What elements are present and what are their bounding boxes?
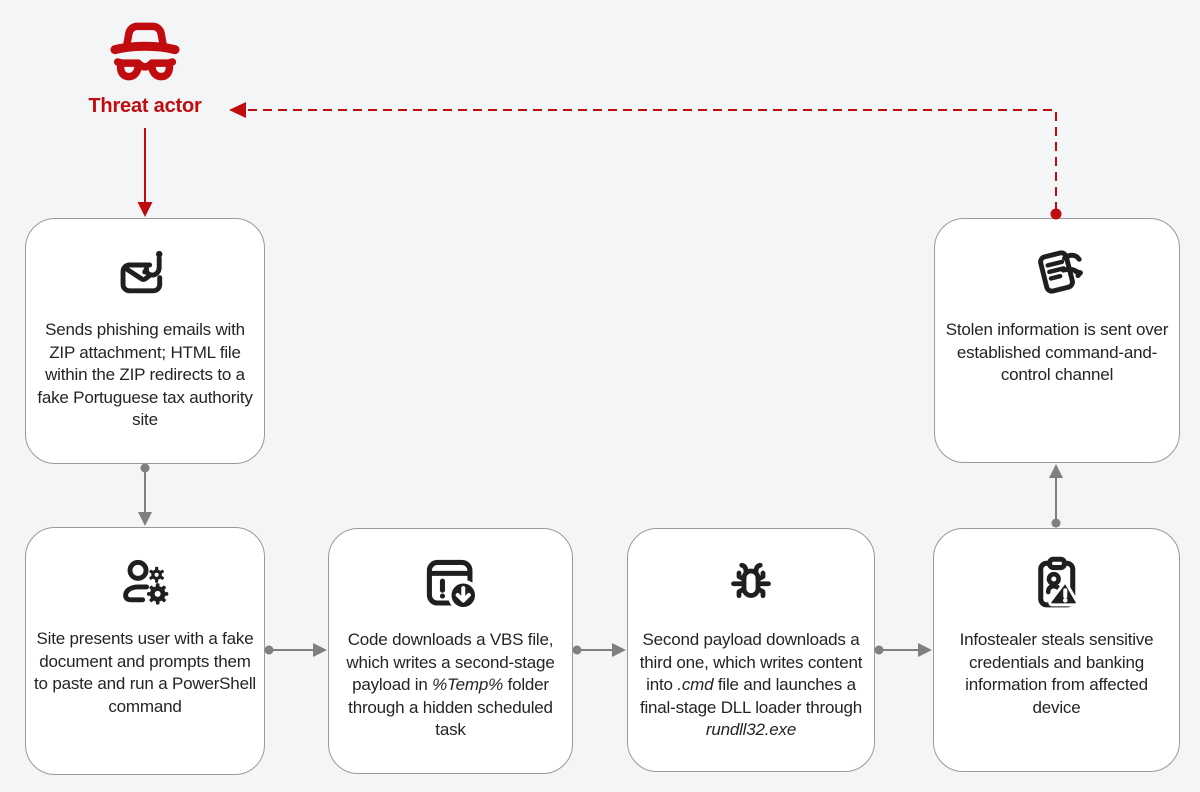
node-second-payload-text: Second payload downloads a third one, wh… — [639, 630, 863, 740]
clipboard-warning-icon — [1037, 556, 1079, 608]
arrow-site-to-vbs — [264, 643, 327, 657]
document-exfil-icon — [1038, 250, 1083, 294]
arrow-payload-to-infostealer — [874, 643, 932, 657]
phishing-email-icon — [120, 250, 163, 294]
node-phishing-email: Sends phishing emails with ZIP attachmen… — [25, 218, 265, 464]
arrow-c2-to-threat — [229, 102, 1062, 220]
incognito-spy-icon — [110, 22, 180, 81]
node-infostealer: Infostealer steals sensitive credentials… — [933, 528, 1180, 772]
node-c2-exfiltration-text: Stolen information is sent over establis… — [945, 320, 1169, 385]
node-fake-site-text: Site presents user with a fake document … — [34, 629, 256, 716]
threat-actor-label: Threat actor — [88, 95, 202, 117]
node-vbs-download-text: Code downloads a VBS file, which writes … — [346, 630, 555, 740]
arrow-phishing-to-site — [138, 463, 152, 526]
node-c2-exfiltration: Stolen information is sent over establis… — [934, 218, 1180, 463]
arrow-infostealer-to-c2 — [1049, 464, 1063, 528]
arrow-threat-to-phishing — [137, 128, 153, 217]
bug-icon — [731, 562, 771, 599]
user-gear-icon — [123, 559, 169, 605]
arrow-vbs-to-payload — [572, 643, 626, 657]
node-phishing-email-text: Sends phishing emails with ZIP attachmen… — [37, 320, 253, 430]
node-fake-site: Site presents user with a fake document … — [25, 527, 265, 775]
window-download-icon — [426, 559, 479, 611]
node-vbs-download: Code downloads a VBS file, which writes … — [328, 528, 573, 774]
node-infostealer-text: Infostealer steals sensitive credentials… — [959, 630, 1154, 717]
node-second-payload: Second payload downloads a third one, wh… — [627, 528, 875, 772]
